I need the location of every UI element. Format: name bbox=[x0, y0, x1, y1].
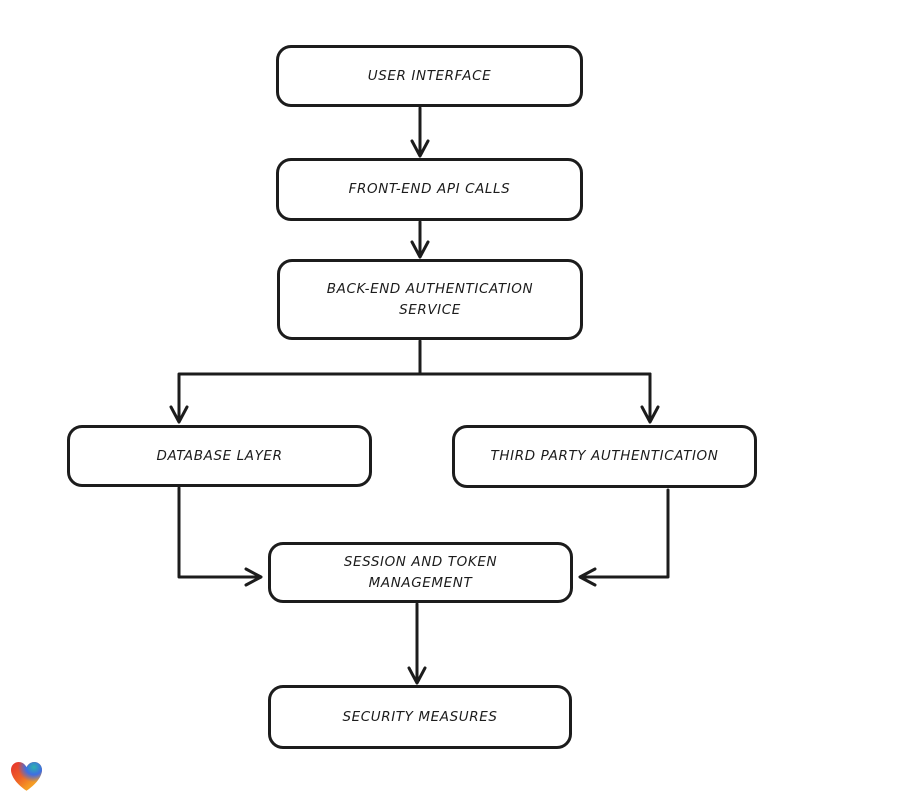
node-back-end-authentication-service[interactable]: BACK-END AUTHENTICATION SERVICE bbox=[277, 259, 583, 340]
node-front-end-api-calls-label: FRONT-END API CALLS bbox=[348, 181, 511, 198]
node-user-interface[interactable]: USER INTERFACE bbox=[276, 45, 583, 107]
node-third-party-authentication-label: THIRD PARTY AUTHENTICATION bbox=[490, 448, 719, 465]
heart-logo-icon[interactable] bbox=[10, 761, 43, 792]
node-database-layer[interactable]: DATABASE LAYER bbox=[67, 425, 372, 487]
node-session-and-token-management[interactable]: SESSION AND TOKEN MANAGEMENT bbox=[268, 542, 573, 603]
node-third-party-authentication[interactable]: THIRD PARTY AUTHENTICATION bbox=[452, 425, 757, 488]
edge-thirdparty-to-session bbox=[578, 488, 670, 587]
node-user-interface-label: USER INTERFACE bbox=[367, 67, 492, 84]
edge-database-to-session bbox=[177, 486, 263, 587]
node-front-end-api-calls[interactable]: FRONT-END API CALLS bbox=[276, 158, 583, 221]
node-back-end-authentication-service-label: BACK-END AUTHENTICATION SERVICE bbox=[326, 280, 534, 318]
node-security-measures[interactable]: SECURITY MEASURES bbox=[268, 685, 572, 749]
edge-session-to-security bbox=[407, 602, 427, 685]
edge-api-to-backend bbox=[410, 220, 430, 259]
node-session-and-token-management-label: SESSION AND TOKEN MANAGEMENT bbox=[343, 553, 498, 591]
edge-backend-to-database bbox=[169, 339, 652, 424]
node-database-layer-label: DATABASE LAYER bbox=[156, 447, 283, 464]
edge-ui-to-api bbox=[410, 106, 430, 158]
node-security-measures-label: SECURITY MEASURES bbox=[342, 708, 498, 725]
edge-backend-to-thirdparty bbox=[640, 372, 660, 424]
